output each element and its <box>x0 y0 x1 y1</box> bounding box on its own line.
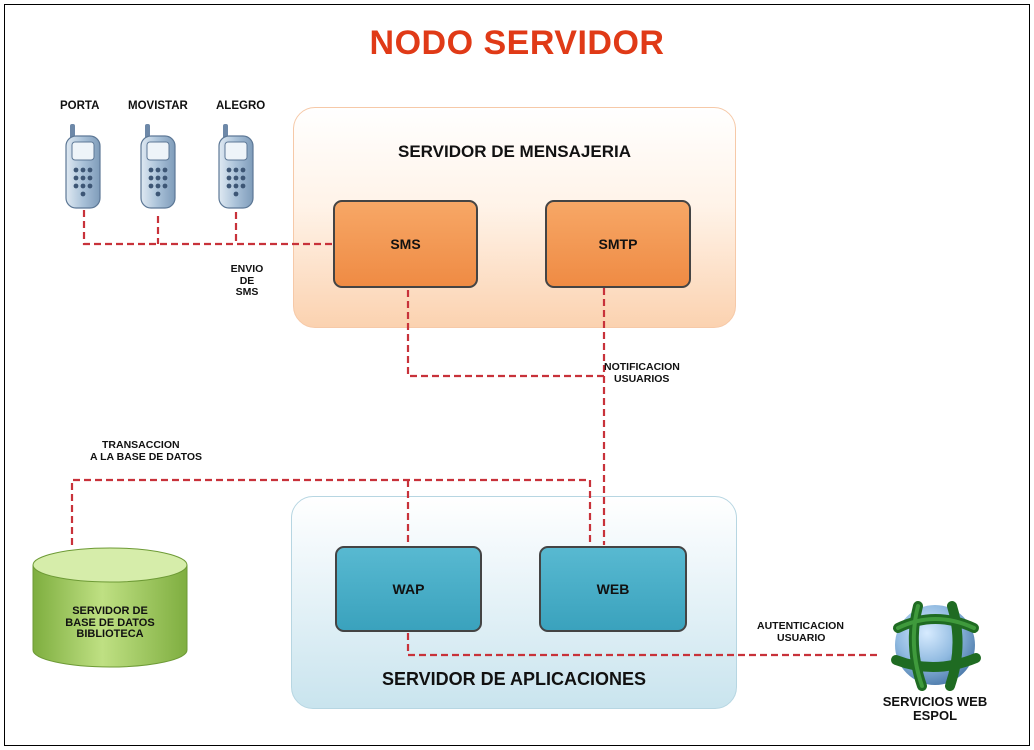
web-services-label-line-2: ESPOL <box>912 708 958 723</box>
web-box: WEB <box>539 546 687 632</box>
phone-icon <box>65 124 101 209</box>
diagram-title: NODO SERVIDOR <box>369 24 665 62</box>
sms-box: SMS <box>333 200 478 288</box>
database-label-line-2: BASE DE DATOS <box>65 616 155 629</box>
globe-icon <box>891 601 981 691</box>
phone-icon <box>140 124 176 209</box>
sms-to-notification-line <box>406 290 604 378</box>
smtp-box: SMTP <box>545 200 691 288</box>
database-label: SERVIDOR DE BASE DE DATOS BIBLIOTECA <box>50 605 170 641</box>
web-services-label-line-1: SERVICIOS WEB <box>882 694 988 709</box>
phone-icon <box>218 124 254 209</box>
autenticacion-line-1: AUTENTICACION <box>757 620 844 632</box>
database-label-line-3: BIBLIOTECA <box>76 628 144 640</box>
autenticacion-label: AUTENTICACION USUARIO <box>757 620 844 644</box>
authentication-line <box>406 633 880 657</box>
database-label-line-1: SERVIDOR DE <box>72 605 148 617</box>
transaccion-label: TRANSACCION A LA BASE DE DATOS <box>90 439 203 463</box>
web-services-label: SERVICIOS WEB ESPOL <box>862 695 1008 723</box>
envio-sms-line-1: ENVIO <box>230 263 264 275</box>
notificacion-label: NOTIFICACION USUARIOS <box>604 361 680 385</box>
notificacion-line-1: NOTIFICACION <box>604 361 680 373</box>
application-server-title: SERVIDOR DE APLICACIONES <box>381 669 647 689</box>
envio-sms-label: ENVIO DE SMS <box>220 263 274 299</box>
transaccion-line-2: A LA BASE DE DATOS <box>90 450 203 463</box>
notificacion-line-2: USUARIOS <box>614 372 670 385</box>
envio-sms-line-3: SMS <box>235 286 259 298</box>
database-icon <box>32 547 188 668</box>
phone-label-movistar: MOVISTAR <box>128 100 188 112</box>
messaging-server-title: SERVIDOR DE MENSAJERIA <box>397 142 631 161</box>
autenticacion-line-2: USUARIO <box>777 631 826 644</box>
transaccion-line-1: TRANSACCION <box>102 439 180 451</box>
wap-box: WAP <box>335 546 482 632</box>
phones-to-sms-line <box>82 210 334 246</box>
phone-label-alegro: ALEGRO <box>216 100 266 112</box>
envio-sms-line-2: DE <box>239 274 255 287</box>
phone-label-porta: PORTA <box>60 100 100 112</box>
database-transaction-line <box>70 478 592 545</box>
